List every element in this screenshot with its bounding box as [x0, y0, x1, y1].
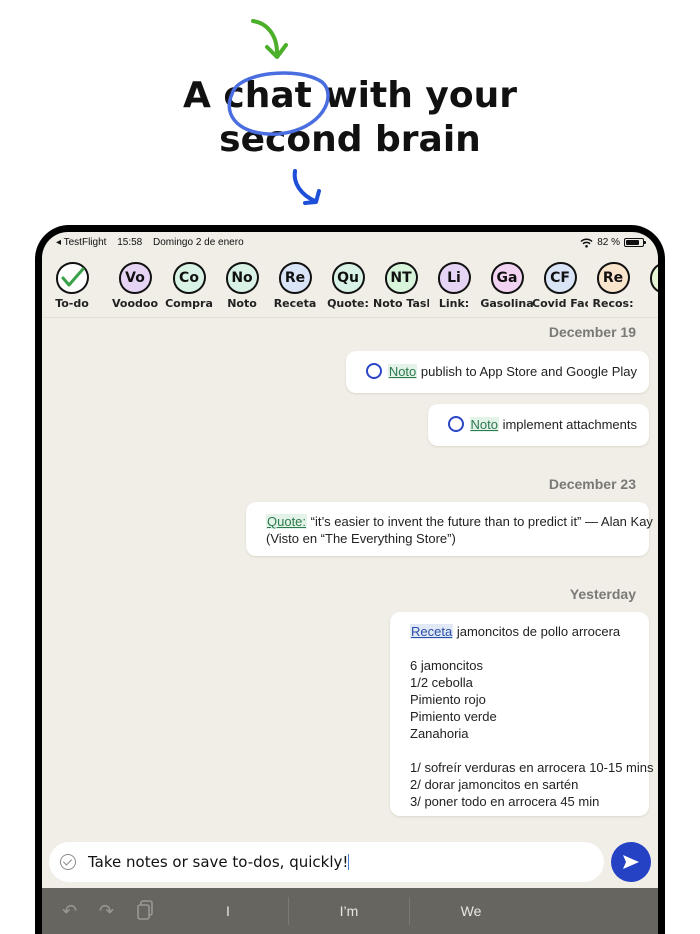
date-header: December 19	[548, 324, 636, 340]
todo-toggle-icon[interactable]	[60, 854, 76, 870]
text-caret	[348, 854, 350, 870]
send-button[interactable]	[611, 842, 651, 882]
blue-arrow-icon	[292, 169, 321, 205]
suggestion-1[interactable]: I	[226, 903, 230, 919]
suggestion-divider	[409, 897, 410, 925]
message-line: 6 jamoncitos	[410, 658, 483, 673]
tag-label: Recos:	[592, 297, 634, 310]
suggestion-3[interactable]: We	[460, 903, 482, 919]
back-to-testflight[interactable]: ◂ TestFlight	[56, 237, 107, 248]
status-bar: ◂ TestFlight 15:58 Domingo 2 de enero 82…	[42, 232, 658, 252]
tag-[interactable]: 💡	[638, 262, 658, 308]
app-screen: ◂ TestFlight 15:58 Domingo 2 de enero 82…	[42, 232, 658, 934]
message-line	[410, 742, 637, 759]
suggestion-divider	[288, 897, 289, 925]
tag-label: Compra	[165, 297, 213, 310]
tag-label: Receta	[273, 297, 317, 310]
tag-label: Noto	[227, 297, 257, 310]
suggestion-2[interactable]: I’m	[339, 903, 359, 919]
send-icon	[623, 855, 639, 869]
wifi-icon	[580, 238, 593, 248]
tag-label: To-do	[55, 297, 89, 310]
message-text: publish to App Store and Google Play	[420, 364, 637, 379]
tag-link[interactable]: Noto	[469, 417, 499, 432]
message-bubble[interactable]: Noto implement attachments	[427, 404, 649, 446]
tag-circle	[55, 262, 89, 294]
battery-percent: 82 %	[597, 237, 620, 248]
tag-circle: No	[225, 262, 259, 294]
green-arrow-icon	[251, 19, 288, 59]
message-line: 2/ dorar jamoncitos en sartén	[410, 777, 579, 792]
tag-covid-fac[interactable]: CF Covid Fac	[532, 262, 588, 310]
note-input-value[interactable]: Take notes or save to-dos, quickly!	[88, 853, 349, 871]
message-line	[410, 640, 637, 657]
redo-icon[interactable]: ↷	[99, 901, 115, 922]
tag-circle: Re	[596, 262, 630, 294]
tag-link[interactable]: Quote:	[266, 514, 308, 529]
tag-circle: Ga	[490, 262, 524, 294]
tag-label: 💡	[638, 297, 658, 308]
message-text: “it’s easier to invent the future than t…	[310, 514, 653, 529]
tag-circle: Vo	[118, 262, 152, 294]
tag-label: Gasolina	[480, 297, 534, 310]
paste-icon[interactable]	[137, 900, 153, 920]
message-line: 3/ poner todo en arrocera 45 min	[410, 794, 600, 809]
message-bubble[interactable]: Receta jamoncitos de pollo arrocera 6 ja…	[390, 612, 654, 816]
message-text: (Visto en “The Everything Store”)	[266, 531, 456, 546]
message-line: Pimiento verde	[410, 709, 497, 724]
date-header: Yesterday	[569, 586, 636, 602]
tag-circle	[649, 262, 658, 294]
tag-circle: CF	[543, 262, 577, 294]
keyboard-suggestion-bar: ↶ ↷ I I’m We	[42, 888, 658, 934]
todo-checkbox[interactable]	[365, 363, 382, 379]
tag-label: Voodoo	[111, 297, 158, 310]
tag-circle: Co	[172, 262, 206, 294]
message-bubble[interactable]: Noto publish to App Store and Google Pla…	[345, 351, 649, 393]
headline-line-2: second brain	[219, 119, 481, 160]
tag-link[interactable]: Noto	[387, 364, 418, 379]
battery-icon	[624, 238, 646, 247]
tag-label: Covid Fac	[532, 297, 588, 310]
tag-noto-task[interactable]: NT Noto Task	[373, 262, 429, 310]
status-time: 15:58	[117, 237, 143, 248]
tag-link[interactable]: Receta	[410, 624, 454, 639]
date-header: December 23	[548, 476, 636, 492]
message-line: 1/ sofreír verduras en arrocera 10-15 mi…	[410, 760, 654, 775]
todo-checkbox[interactable]	[447, 416, 464, 432]
status-date: Domingo 2 de enero	[153, 237, 244, 248]
tag-circle: NT	[384, 262, 418, 294]
headline-line-1: A chat with your	[183, 75, 517, 116]
tag-circle: Re	[278, 262, 312, 294]
tag-circle: Qu	[331, 262, 365, 294]
tag-label: Noto Task	[373, 297, 429, 310]
tag-to-do[interactable]: To-do	[44, 262, 100, 310]
tag-label: Link:	[438, 297, 470, 310]
message-line: Zanahoria	[410, 726, 469, 741]
tag-label: Quote:	[327, 297, 369, 310]
message-text: implement attachments	[502, 417, 637, 432]
tag-circle: Li	[437, 262, 471, 294]
undo-icon[interactable]: ↶	[62, 901, 78, 922]
message-bubble[interactable]: Quote: “it’s easier to invent the future…	[246, 502, 653, 556]
checkmark-icon	[61, 267, 85, 287]
note-input[interactable]: Take notes or save to-dos, quickly!	[49, 842, 604, 882]
message-title: jamoncitos de pollo arrocera	[456, 624, 621, 639]
headline: A chat with your second brain	[0, 74, 700, 162]
message-line: 1/2 cebolla	[410, 675, 473, 690]
message-line: Pimiento rojo	[410, 692, 486, 707]
